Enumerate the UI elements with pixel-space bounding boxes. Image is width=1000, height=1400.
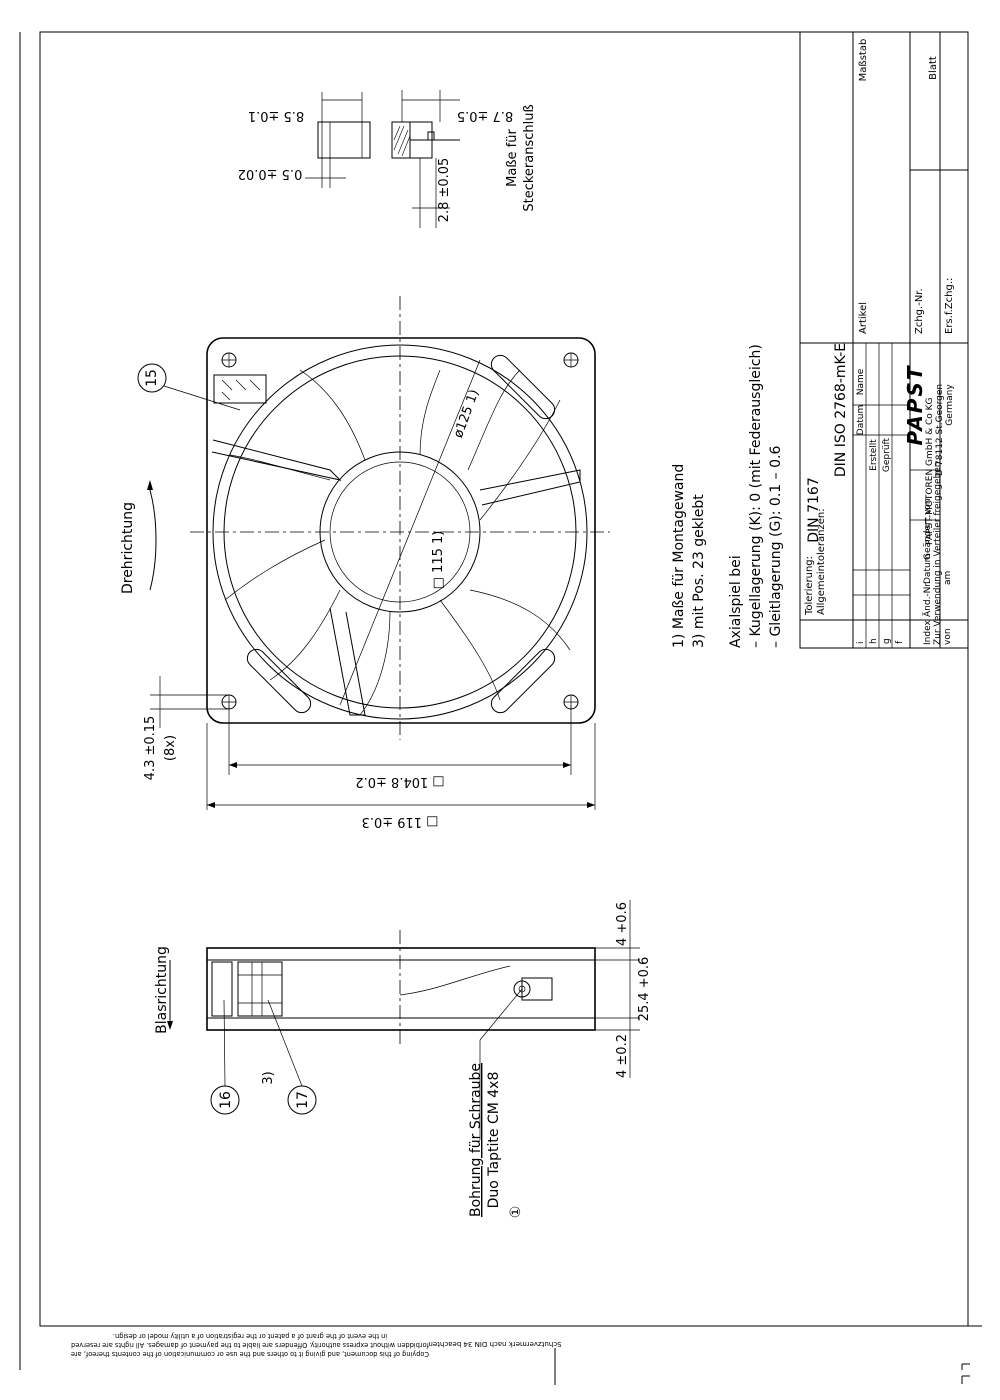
inner-width-label: □ 104.8 ±0.2 [355, 774, 444, 789]
tb-verwendung: Zur Verwendung in Verteiler freigegeben [933, 461, 943, 645]
title-block: Maßstab Blatt Artikel Zchg.-Nr. Ers.f.Zc… [799, 31, 969, 649]
note-3-ref: 3) [261, 1071, 276, 1084]
balloon-17: 17 [295, 1091, 311, 1109]
side-dim-top: 4 +0.6 [615, 902, 630, 946]
copyright-line-3: in the event of the grant of a patent or… [113, 1332, 387, 1340]
connector-dim-low: 2.8 ±0.05 [437, 158, 452, 223]
note-2: 3) mit Pos. 23 geklebt [691, 494, 707, 648]
tb-erstellt: Erstellt [869, 439, 879, 471]
airflow-label: Blasrichtung [154, 946, 170, 1034]
hole-dim-label: 4.3 ±0.15 [143, 716, 158, 781]
tb-row-f: f [895, 640, 905, 644]
tb-von: von [943, 628, 953, 645]
connector-detail: 8.5 ±0.1 0.5 ±0.02 8.7 ±0.5 2.8 ±0.05 Ma… [238, 90, 537, 228]
outer-width-label: □ 119 ±0.3 [362, 814, 439, 829]
balloon-16: 16 [218, 1091, 234, 1109]
tb-row-h: h [869, 638, 879, 644]
tb-aend-nr: Änd.-Nr. [922, 581, 933, 617]
notes: 1) Maße für Montagewand 3) mit Pos. 23 g… [671, 344, 784, 648]
tb-ers-zchg: Ers.f.Zchg.: [944, 278, 955, 334]
tb-logo: PAPST [903, 364, 927, 445]
tb-datum: Datum [856, 405, 866, 435]
balloon-15: 15 [144, 369, 160, 387]
rotation-label: Drehrichtung [120, 502, 136, 594]
connector-label-2: Steckeranschluß [522, 104, 537, 211]
tb-general-tol-label: Allgemeintoleranzen: [816, 508, 827, 615]
connector-dim-right: 8.7 ±0.5 [457, 108, 513, 123]
screw-note-1: Bohrung für Schraube [468, 1063, 484, 1217]
tb-datum-2: Datum [923, 554, 933, 584]
note-axial-g: – Gleitlagerung (G): 0.1 – 0.6 [768, 446, 784, 648]
protection-note: Schutzvermerk nach DIN 34 beachten [428, 1340, 561, 1348]
fan-side-view: 16 17 3) Blasrichtung 4 +0.6 25.4 +0.6 4… [154, 900, 652, 1218]
note-axial-head: Axialspiel bei [728, 555, 744, 648]
tb-company-3: Germany [945, 384, 955, 426]
tb-company-1: PAPST-MOTOREN GmbH & Co KG [925, 397, 935, 545]
tb-geaendert-von: Geändert von [923, 498, 933, 560]
side-dim-bottom: 4 ±0.2 [615, 1034, 630, 1078]
note-1: 1) Maße für Montagewand [671, 464, 687, 648]
tb-zchg-nr: Zchg.-Nr. [914, 288, 925, 334]
note-axial-k: – Kugellagerung (K): 0 (mit Federausglei… [748, 344, 764, 648]
tb-row-i: i [856, 641, 866, 644]
screw-note-2: Duo Taptite CM 4x8 [486, 1072, 502, 1209]
hub-square-label: □ 115 1) [431, 531, 446, 590]
tb-blatt: Blatt [928, 56, 939, 80]
tb-index: Index [923, 620, 933, 645]
tb-artikel: Artikel [858, 302, 869, 334]
mounting-holes [221, 352, 579, 710]
connector-label-1: Maße für [505, 129, 520, 187]
copyright-line-1: Copying of this document, and giving it … [71, 1350, 429, 1358]
tb-company-2: D-78112 St.Georgen [935, 384, 945, 476]
fan-front-view: ø125 1) □ 115 1) 15 Drehrichtung 4.3 ±0.… [120, 296, 610, 829]
tb-am: am [943, 571, 953, 585]
diameter-label: ø125 1) [451, 388, 482, 440]
hole-count-label: (8x) [163, 735, 178, 761]
tb-name: Name [856, 368, 866, 395]
screw-ref: ① [508, 1206, 524, 1219]
tb-row-g: g [882, 638, 892, 644]
copyright-line-2: forbidden without express authority. Off… [71, 1341, 429, 1349]
connector-dim-top: 8.5 ±0.1 [248, 108, 304, 123]
tb-tolerance-value: DIN 7167 [806, 477, 822, 542]
tb-tolerance-label: Tolerierung: [804, 556, 815, 616]
connector-dim-bottom: 0.5 ±0.02 [238, 166, 303, 181]
tb-massstab: Maßstab [858, 39, 869, 82]
tb-general-tol-value: DIN ISO 2768-mK-E [833, 343, 849, 477]
sheet-frame [19, 31, 982, 1385]
tb-geprueft: Geprüft [882, 437, 892, 472]
footer: Copying of this document, and giving it … [71, 1332, 562, 1358]
side-dim-mid: 25.4 +0.6 [637, 957, 652, 1022]
